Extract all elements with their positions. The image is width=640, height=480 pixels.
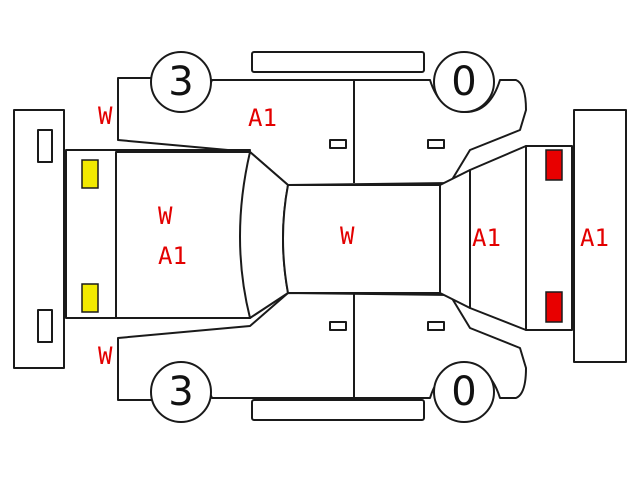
wheel-grade-bottom-right: 0 [451,369,476,415]
bottom-front-door-handle [329,321,347,331]
wheel-bottom-right [433,361,495,423]
wheel-top-left [150,51,212,113]
damage-mark-left-top-corner: W [98,102,113,130]
hood-inner [115,151,251,319]
wheel-grade-top-left: 3 [168,59,193,105]
damage-mark-rear-bumper: A1 [580,224,609,252]
roof-panel [282,184,441,294]
wheel-bottom-left [150,361,212,423]
rear-lamp-bottom [545,291,563,323]
top-front-door-handle [329,139,347,149]
front-lamp-bottom [81,283,99,313]
damage-mark-roof: W [340,222,355,250]
damage-mark-hood-line1: W [158,202,173,230]
rear-window [439,169,471,309]
bottom-rear-door-handle [427,321,445,331]
damage-mark-trunk: A1 [472,224,501,252]
rear-lamp-panel [525,145,573,331]
top-rear-door-handle [427,139,445,149]
wheel-grade-bottom-left: 3 [168,369,193,415]
front-bumper [13,109,65,369]
front-bumper-slot-top [37,129,53,163]
front-bumper-slot-bottom [37,309,53,343]
wheel-grade-top-right: 0 [451,59,476,105]
damage-mark-hood-line2: A1 [158,242,187,270]
damage-mark-left-bottom-corner: W [98,342,113,370]
damage-mark-top-front-door: A1 [248,104,277,132]
bottom-rocker-bar [251,399,425,421]
top-rocker-bar [251,51,425,73]
front-lamp-top [81,159,99,189]
wheel-top-right [433,51,495,113]
rear-bumper [573,109,627,363]
rear-lamp-top [545,149,563,181]
